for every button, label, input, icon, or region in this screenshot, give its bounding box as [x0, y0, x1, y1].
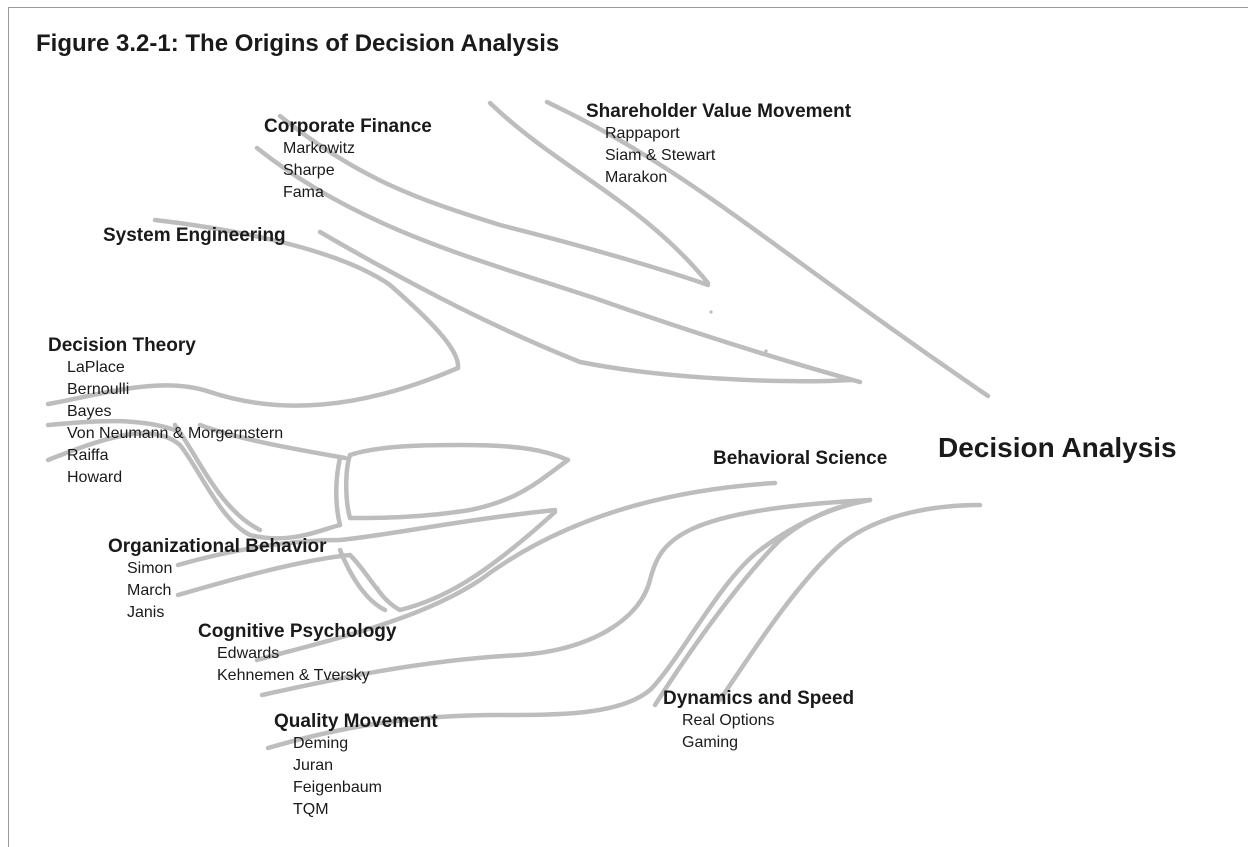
- group-heading: Corporate Finance: [264, 116, 432, 137]
- group-heading: System Engineering: [103, 225, 286, 246]
- figure-frame: [8, 7, 1248, 847]
- group-heading: Dynamics and Speed: [663, 688, 855, 709]
- group-heading: Behavioral Science: [713, 448, 888, 469]
- group-organizational-behavior: Organizational Behavior Simon March Jani…: [108, 536, 327, 624]
- stream-org-behavior-2: [175, 509, 558, 613]
- stream-org-behavior-3: [337, 547, 388, 613]
- group-quality-movement: Quality Movement Deming Juran Feigenbaum…: [274, 711, 438, 821]
- group-items: Real Options Gaming: [663, 710, 854, 754]
- list-item: Juran: [293, 757, 334, 774]
- list-item: Gaming: [682, 734, 739, 751]
- stream-system-engineering: [152, 217, 461, 371]
- group-decision-theory: Decision Theory LaPlace Bernoulli Bayes …: [48, 335, 283, 489]
- list-item: Deming: [293, 735, 349, 752]
- stream-system-engineering-lower: [317, 229, 855, 384]
- group-corporate-finance: Corporate Finance Markowitz Sharpe Fama: [264, 116, 432, 204]
- group-heading: Quality Movement: [274, 711, 438, 732]
- stream-corporate-finance-lower: [254, 145, 863, 385]
- list-item: Von Neumann & Morgernstern: [67, 425, 284, 442]
- stream-decision-org-1: [45, 431, 343, 541]
- list-item: Marakon: [605, 169, 668, 186]
- stray-dot: [709, 310, 713, 314]
- stream-decision-org-2: [172, 422, 263, 533]
- list-item: Bernoulli: [67, 381, 130, 398]
- list-item: Bayes: [67, 403, 112, 420]
- stream-cognitive-psychology: [254, 480, 778, 663]
- group-items: Simon March Janis: [108, 558, 327, 624]
- group-heading: Shareholder Value Movement: [586, 101, 852, 122]
- list-item: Raiffa: [67, 447, 109, 464]
- list-item: Howard: [67, 469, 123, 486]
- group-heading: Decision Theory: [48, 335, 196, 356]
- list-item: TQM: [293, 801, 329, 818]
- list-item: Sharpe: [283, 162, 335, 179]
- list-item: Edwards: [217, 645, 280, 662]
- stream-decision-theory-upper: [45, 365, 461, 408]
- list-item: Markowitz: [283, 140, 356, 157]
- stray-dot: [376, 586, 380, 590]
- group-shareholder-value: Shareholder Value Movement Rappaport Sia…: [586, 101, 851, 189]
- list-item: Rappaport: [605, 125, 680, 142]
- list-item: Feigenbaum: [293, 779, 382, 796]
- stream-center-loop: [344, 442, 571, 521]
- decision-analysis-label: Decision Analysis: [938, 432, 1177, 463]
- group-heading: Organizational Behavior: [108, 536, 327, 557]
- list-item: Real Options: [682, 712, 775, 729]
- stream-org-behavior-1: [175, 507, 558, 568]
- group-heading: Cognitive Psychology: [198, 621, 397, 642]
- stream-shareholder-outer: [544, 99, 991, 399]
- stream-decision-theory-lower: [45, 418, 178, 433]
- list-item: Kehnemen & Tversky: [217, 667, 370, 684]
- stream-decision-org-3: [197, 422, 348, 461]
- list-item: March: [127, 582, 172, 599]
- group-items: Markowitz Sharpe Fama: [264, 138, 432, 204]
- group-cognitive-psychology: Cognitive Psychology Edwards Kehnemen & …: [198, 621, 396, 687]
- stray-dot: [764, 349, 768, 353]
- list-item: Janis: [127, 604, 165, 621]
- figure-title: Figure 3.2-1: The Origins of Decision An…: [36, 30, 560, 57]
- group-items: Deming Juran Feigenbaum TQM: [274, 733, 438, 821]
- group-items: Edwards Kehnemen & Tversky: [198, 643, 396, 687]
- group-behavioral-science: Behavioral Science: [713, 448, 887, 470]
- stream-shareholder-inner: [487, 100, 711, 286]
- stream-dynamics-1: [652, 497, 873, 708]
- group-system-engineering: System Engineering: [103, 225, 286, 247]
- group-items: Rappaport Siam & Stewart Marakon: [586, 123, 851, 189]
- stream-dynamics-2: [717, 502, 983, 703]
- group-dynamics-speed: Dynamics and Speed Real Options Gaming: [663, 688, 854, 754]
- stream-behavioral-science: [259, 497, 873, 698]
- group-items: LaPlace Bernoulli Bayes Von Neumann & Mo…: [48, 357, 283, 489]
- stream-corporate-finance-upper: [277, 113, 711, 288]
- list-item: Simon: [127, 560, 173, 577]
- list-item: Fama: [283, 184, 324, 201]
- list-item: LaPlace: [67, 359, 125, 376]
- list-item: Siam & Stewart: [605, 147, 716, 164]
- stream-center-loop-outer: [334, 455, 343, 528]
